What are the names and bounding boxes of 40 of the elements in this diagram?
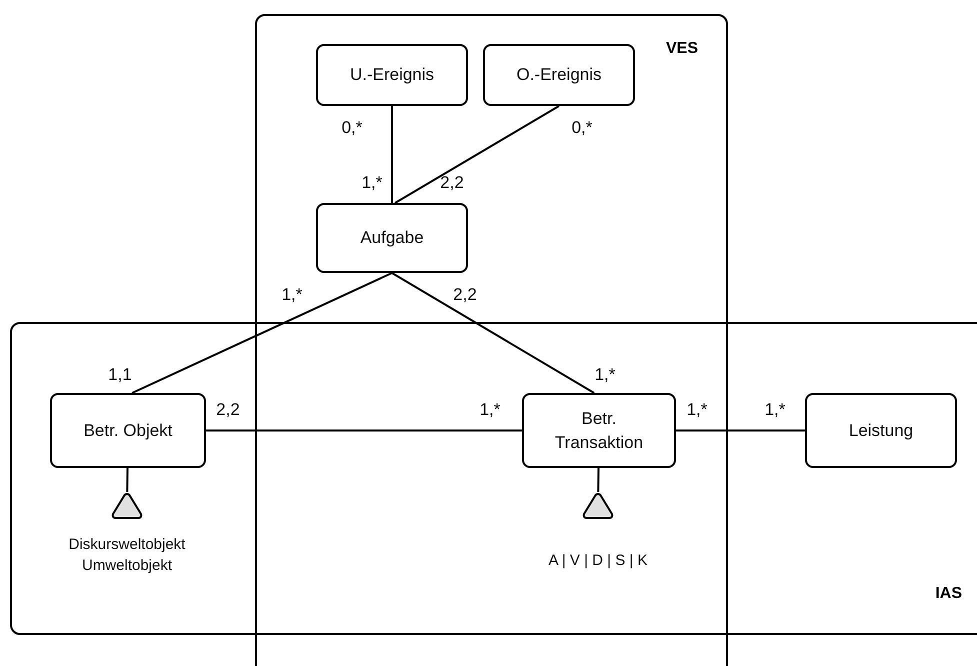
cardinality-label: 0,* [342,118,362,138]
relationship-line [391,106,393,203]
relationship-line [206,430,522,432]
cardinality-label: 1,* [362,173,382,193]
entity-box [805,393,957,468]
entity-name: U.-Ereignis [350,64,434,86]
relationship-line [676,430,805,432]
relationship-line [132,272,392,394]
region-title: VES [666,40,698,58]
entity-name: Betr. Objekt [84,420,172,442]
cardinality-label: 1,1 [108,365,132,385]
cardinality-label: 1,* [594,365,616,385]
cardinality-label: 1,* [764,400,786,420]
cardinality-label: 1,* [282,285,302,305]
relationship-line [391,272,595,394]
relationship-line [597,468,600,492]
cardinality-label: 1,* [686,400,708,420]
cardinality-label: 2,2 [440,173,464,193]
cardinality-label: 2,2 [453,285,477,305]
relationship-line [394,105,560,204]
entity-name: Leistung [848,420,914,442]
entity-name: Aufgabe [360,227,424,249]
region-frame [255,14,728,666]
entity-box [316,203,468,273]
subtype-list: A | V | D | S | K [548,550,648,571]
triangle-symbol [582,492,614,520]
region-frame [10,322,977,635]
entity-box [522,393,676,468]
entity-name: Betr. Transaktion [554,408,644,454]
entity-box [50,393,206,468]
subtype-list: Diskursweltobjekt Umweltobjekt [57,534,197,576]
region-title: IAS [935,585,962,603]
entity-name: O.-Ereignis [516,64,602,86]
cardinality-label: 2,2 [216,400,240,420]
triangle-symbol [111,492,143,520]
cardinality-label: 1,* [480,400,500,420]
entity-box [316,44,468,106]
entity-box [483,44,635,106]
relationship-line [126,468,128,492]
cardinality-label: 0,* [572,118,592,138]
